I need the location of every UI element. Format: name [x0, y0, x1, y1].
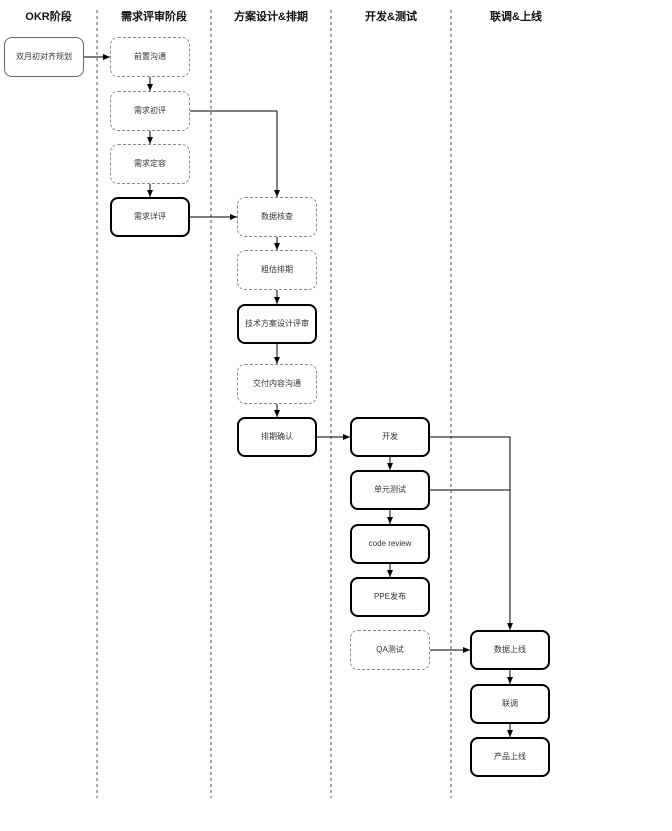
node-requirement-finalize: 需求定容 — [110, 144, 190, 184]
lane-header-solution-design: 方案设计&排期 — [234, 11, 308, 23]
lane-header-okr: OKR阶段 — [25, 11, 72, 23]
lane-header-requirement-review: 需求评审阶段 — [121, 11, 187, 23]
edge-initial-datacheck — [190, 110, 280, 197]
node-joint-debug: 联调 — [470, 684, 550, 724]
node-initial-review: 需求初评 — [110, 91, 190, 131]
node-rough-estimate: 粗估排期 — [237, 250, 317, 290]
node-ppe-release: PPE发布 — [350, 577, 430, 617]
node-data-launch: 数据上线 — [470, 630, 550, 670]
node-development: 开发 — [350, 417, 430, 457]
node-tech-design-review: 技术方案设计评审 — [237, 304, 317, 344]
node-data-check: 数据核查 — [237, 197, 317, 237]
node-detailed-review: 需求详评 — [110, 197, 190, 237]
node-delivery-communication: 交付内容沟通 — [237, 364, 317, 404]
node-product-launch: 产品上线 — [470, 737, 550, 777]
edge-develop-datalaunch — [430, 436, 513, 630]
node-code-review: code review — [350, 524, 430, 564]
node-qa-test: QA测试 — [350, 630, 430, 670]
node-schedule-confirm: 排期确认 — [237, 417, 317, 457]
node-pre-communication: 前置沟通 — [110, 37, 190, 77]
lane-header-launch: 联调&上线 — [490, 11, 542, 23]
lane-header-dev-test: 开发&测试 — [365, 11, 417, 23]
node-unit-test: 单元测试 — [350, 470, 430, 510]
node-bimonthly-planning: 双月初对齐规划 — [4, 37, 84, 77]
